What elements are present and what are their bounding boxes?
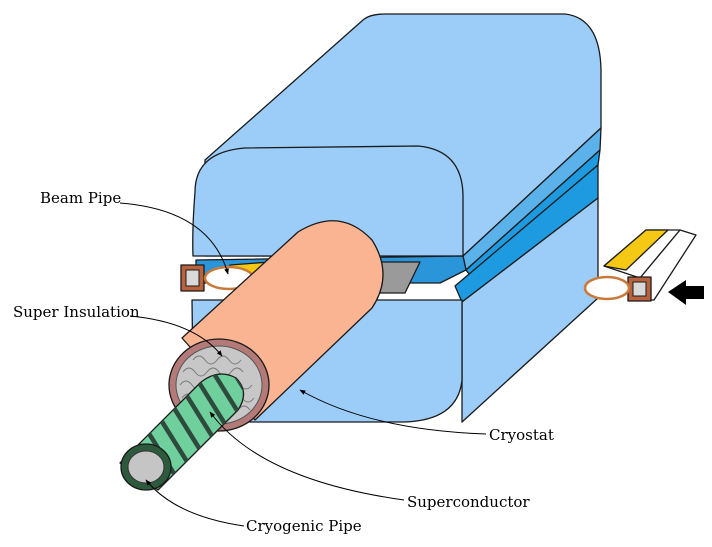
cryogenic-pipe-core [128,451,164,483]
inset-ring [585,277,629,299]
label-super-insulation: Super Insulation [13,305,140,320]
label-superconductor: Superconductor [407,495,530,510]
label-beam-pipe: Beam Pipe [40,191,121,206]
label-cryogenic-pipe: Cryogenic Pipe [246,519,362,534]
arrow-left-icon [668,280,704,305]
beam-pipe-box-inner [186,270,199,286]
label-cryostat: Cryostat [489,428,554,443]
inset-box-inner [633,282,646,296]
beam-pipe-inset [585,230,704,305]
